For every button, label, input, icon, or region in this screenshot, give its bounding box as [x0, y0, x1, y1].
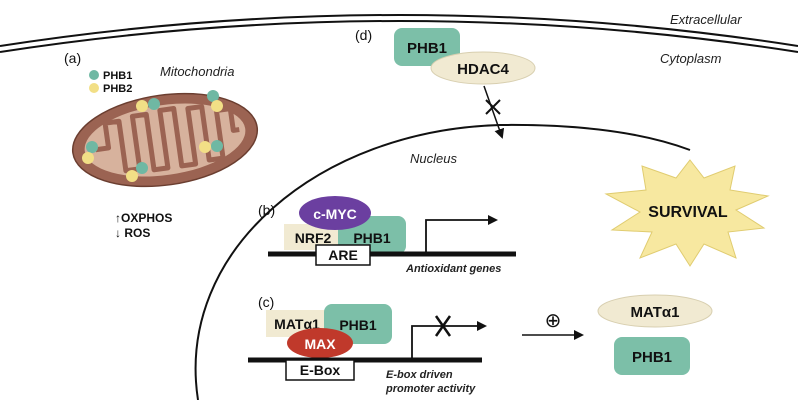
cytoplasm-label: Cytoplasm [660, 51, 722, 66]
max-ellipse [287, 328, 353, 358]
phb1-result-label: PHB1 [632, 349, 672, 366]
panel-c-letter: (c) [258, 294, 274, 310]
mitochondrion [71, 92, 259, 188]
nucleus-label: Nucleus [410, 151, 457, 166]
phb1-d-label: PHB1 [407, 40, 447, 57]
panel-b-letter: (b) [258, 202, 275, 218]
ebox-label: E-Box [300, 362, 341, 378]
oxphos-effect: ↑OXPHOS [115, 211, 172, 225]
ebox-box [285, 359, 355, 381]
legend-phb2-label: PHB2 [103, 83, 132, 95]
nrf2-label: NRF2 [295, 230, 332, 246]
mata1-result-ellipse [597, 294, 713, 328]
mito-proteins [82, 90, 223, 182]
hdac4-label: HDAC4 [457, 61, 509, 78]
ebox-driven-label-2: promoter activity [385, 383, 476, 395]
extracellular-label: Extracellular [670, 12, 742, 27]
are-label: ARE [328, 247, 358, 263]
tss-arrow-c [411, 321, 487, 358]
legend-phb1-dot [89, 70, 99, 80]
ebox-driven-label-1: E-box driven [386, 369, 453, 381]
survival-starburst [604, 159, 770, 267]
phb1-b-label: PHB1 [353, 230, 391, 246]
phb1-c-label: PHB1 [339, 317, 377, 333]
cmyc-ellipse [299, 196, 371, 230]
legend-phb1-label: PHB1 [103, 70, 132, 82]
ebox-block-x [434, 315, 452, 337]
are-box [315, 244, 371, 266]
cell-membrane-inner [0, 20, 798, 53]
antioxidant-genes-label: Antioxidant genes [405, 263, 501, 275]
mata1-result-label: MATα1 [631, 304, 680, 321]
hdac4-nuclear-arrow [483, 85, 505, 139]
mitochondria-title: Mitochondria [160, 64, 234, 79]
legend-phb2-dot [89, 83, 99, 93]
cmyc-label: c-MYC [313, 206, 357, 222]
plus-symbol: ⊕ [545, 310, 562, 332]
panel-a-letter: (a) [64, 50, 81, 66]
cell-membrane-outer [0, 14, 798, 47]
hdac4-block-x [485, 99, 501, 115]
ros-effect: ↓ ROS [115, 226, 150, 240]
mata1-c-label: MATα1 [274, 316, 320, 332]
phb1-d-box [394, 28, 460, 66]
nuclear-envelope [194, 123, 691, 400]
tss-arrow-b [425, 215, 498, 252]
survival-label: SURVIVAL [648, 204, 728, 221]
panel-d-letter: (d) [355, 27, 372, 43]
phb1-result-box [614, 337, 690, 375]
max-label: MAX [304, 336, 336, 352]
hdac4-ellipse [430, 51, 536, 85]
